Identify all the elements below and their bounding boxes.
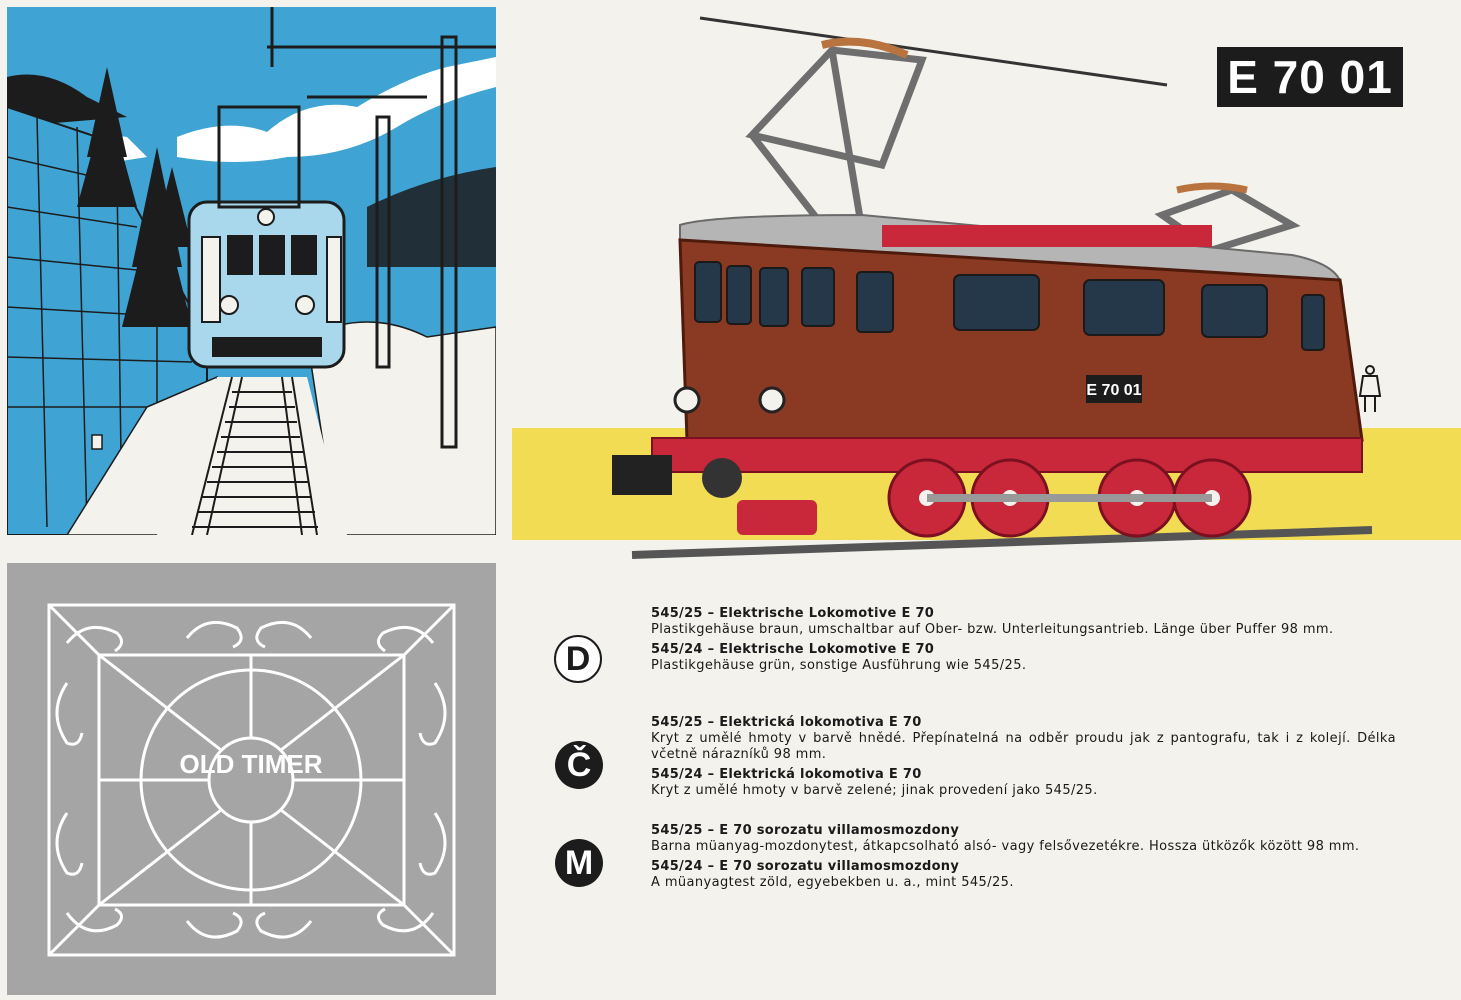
product-entry: 545/24 – Elektrická lokomotiva E 70 Kryt… bbox=[651, 767, 1396, 799]
product-heading: 545/24 – Elektrische Lokomotive E 70 bbox=[651, 642, 935, 657]
language-badge-hungarian: M bbox=[555, 839, 603, 887]
product-description: Kryt z umělé hmoty v barvě zelené; jinak… bbox=[651, 783, 1098, 798]
czech-description-block: 545/25 – Elektrická lokomotiva E 70 Kryt… bbox=[651, 715, 1396, 803]
mountain-railway-illustration bbox=[7, 7, 496, 535]
product-entry: 545/24 – E 70 sorozatu villamosmozdony A… bbox=[651, 859, 1396, 891]
locomotive-number-plate: E 70 01 bbox=[1086, 382, 1141, 399]
product-heading: 545/25 – E 70 sorozatu villamosmozdony bbox=[651, 823, 960, 838]
product-description: Plastikgehäuse braun, umschaltbar auf Ob… bbox=[651, 622, 1334, 637]
old-timer-logo: OLD TIMER bbox=[180, 749, 323, 779]
language-badge-german: D bbox=[554, 635, 602, 683]
product-description: Barna müanyag-mozdonytest, átkapcsolható… bbox=[651, 839, 1360, 854]
product-entry: 545/24 – Elektrische Lokomotive E 70 Pla… bbox=[651, 642, 1396, 674]
product-heading: 545/25 – Elektrická lokomotiva E 70 bbox=[651, 715, 922, 730]
product-description: Plastikgehäuse grün, sonstige Ausführung… bbox=[651, 658, 1027, 673]
product-entry: 545/25 – Elektrische Lokomotive E 70 Pla… bbox=[651, 606, 1396, 638]
product-entry: 545/25 – Elektrická lokomotiva E 70 Kryt… bbox=[651, 715, 1396, 763]
language-badge-czech: Č bbox=[555, 741, 603, 789]
product-entry: 545/25 – E 70 sorozatu villamosmozdony B… bbox=[651, 823, 1396, 855]
product-description: A müanyagtest zöld, egyebekben u. a., mi… bbox=[651, 875, 1014, 890]
product-heading: 545/25 – Elektrische Lokomotive E 70 bbox=[651, 606, 935, 621]
model-number-badge: E 70 01 bbox=[1217, 47, 1403, 107]
old-timer-logo-panel: OLD TIMER bbox=[7, 563, 496, 995]
product-heading: 545/24 – E 70 sorozatu villamosmozdony bbox=[651, 859, 960, 874]
product-description: Kryt z umělé hmoty v barvě hnědé. Přepín… bbox=[651, 731, 1396, 762]
hungarian-description-block: 545/25 – E 70 sorozatu villamosmozdony B… bbox=[651, 823, 1396, 895]
german-description-block: 545/25 – Elektrische Lokomotive E 70 Pla… bbox=[651, 606, 1396, 678]
locomotive-product-image: E 70 01 bbox=[512, 0, 1461, 580]
product-heading: 545/24 – Elektrická lokomotiva E 70 bbox=[651, 767, 922, 782]
